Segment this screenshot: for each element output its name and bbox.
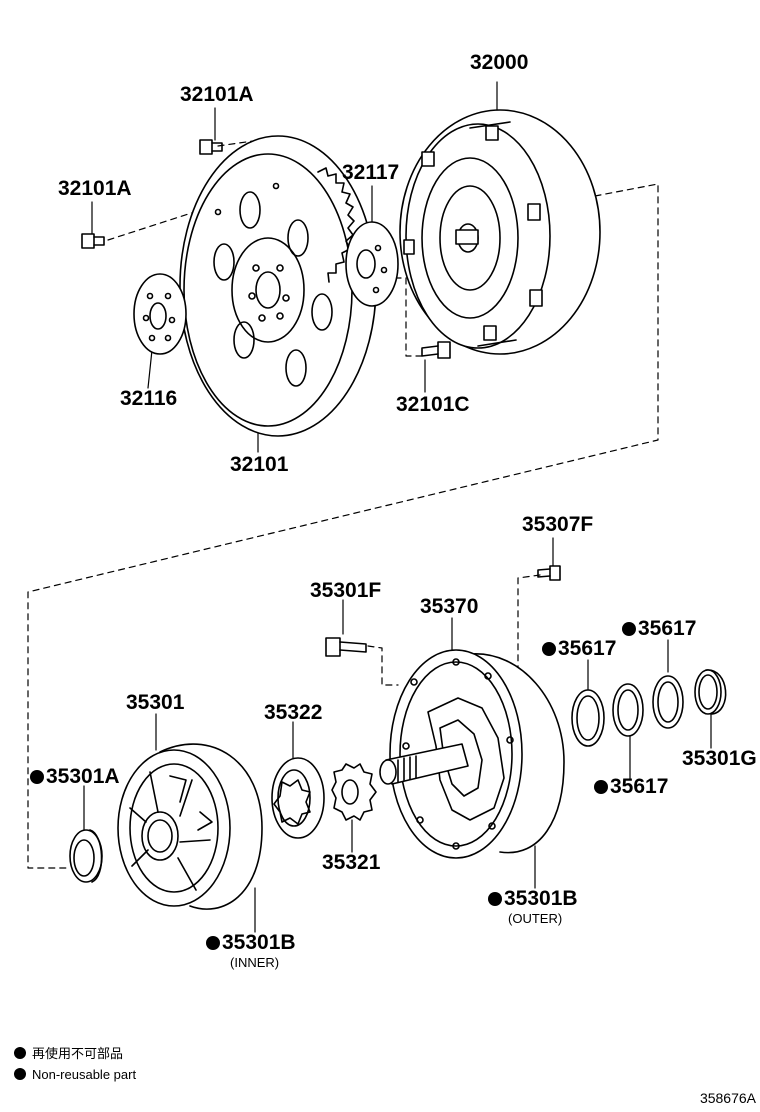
- spacer-32117: [345, 221, 399, 307]
- non-reusable-dot: [594, 780, 608, 794]
- label-35307F: 35307F: [522, 513, 594, 536]
- sublabel-inner: (INNER): [230, 955, 280, 970]
- label-35370: 35370: [420, 595, 479, 618]
- drive-gear-35321: [331, 763, 377, 821]
- non-reusable-dot: [622, 622, 636, 636]
- non-reusable-dot: [488, 892, 502, 906]
- label-32000: 32000: [470, 51, 529, 74]
- label-35617-b: 35617: [594, 776, 668, 797]
- sublabel-outer: (OUTER): [508, 911, 563, 926]
- oil-seal-35301A: [69, 829, 103, 883]
- stator-shaft-35370: [379, 649, 565, 859]
- label-35301B-inner-text: 35301B: [222, 931, 296, 954]
- label-35322: 35322: [264, 701, 323, 724]
- label-35617-b-text: 35617: [610, 775, 669, 798]
- label-35301: 35301: [126, 691, 185, 714]
- label-32101C: 32101C: [396, 393, 470, 416]
- bolt-35301F: [325, 637, 367, 657]
- label-35321: 35321: [322, 851, 381, 874]
- bolt-32101C: [421, 341, 451, 359]
- bolt-32101A-left: [81, 233, 105, 249]
- torque-converter-32000: [399, 109, 601, 355]
- legend-jp-text: 再使用不可部品: [32, 1046, 124, 1061]
- label-35617-a-text: 35617: [558, 637, 617, 660]
- label-32116: 32116: [120, 387, 178, 410]
- non-reusable-dot: [542, 642, 556, 656]
- label-32101A-top: 32101A: [180, 83, 254, 106]
- non-reusable-dot: [206, 936, 220, 950]
- label-35301A-text: 35301A: [46, 765, 120, 788]
- label-35617-c-text: 35617: [638, 617, 697, 640]
- seal-ring-35617-a: [571, 689, 605, 747]
- label-32101A-left: 32101A: [58, 177, 132, 200]
- label-35617-a: 35617: [542, 638, 616, 659]
- seal-ring-35617-b: [612, 683, 644, 737]
- label-35301B-outer-text: 35301B: [504, 887, 578, 910]
- seal-ring-35617-c: [652, 675, 684, 729]
- diagram-reference-number: 358676A: [699, 1090, 756, 1106]
- bushing-35301G: [694, 669, 727, 715]
- label-35301A: 35301A: [30, 766, 120, 787]
- non-reusable-dot: [30, 770, 44, 784]
- label-35301G: 35301G: [682, 747, 757, 770]
- legend-jp: 再使用不可部品: [14, 1047, 123, 1060]
- legend-en-text: Non-reusable part: [32, 1067, 137, 1082]
- legend-dot: [14, 1047, 26, 1059]
- label-35301B-outer: 35301B: [488, 888, 578, 909]
- bolt-35307F: [537, 565, 561, 581]
- bolt-32101A-top: [199, 139, 223, 155]
- legend-dot: [14, 1068, 26, 1080]
- label-35301F: 35301F: [310, 579, 382, 602]
- plate-32116: [133, 273, 187, 355]
- label-35617-c: 35617: [622, 618, 696, 639]
- legend-en: Non-reusable part: [14, 1068, 136, 1081]
- oil-pump-body-35301: [117, 743, 263, 910]
- driven-gear-35322: [271, 757, 325, 839]
- label-32101: 32101: [230, 453, 289, 476]
- label-32117: 32117: [342, 161, 400, 184]
- label-35301B-inner: 35301B: [206, 932, 296, 953]
